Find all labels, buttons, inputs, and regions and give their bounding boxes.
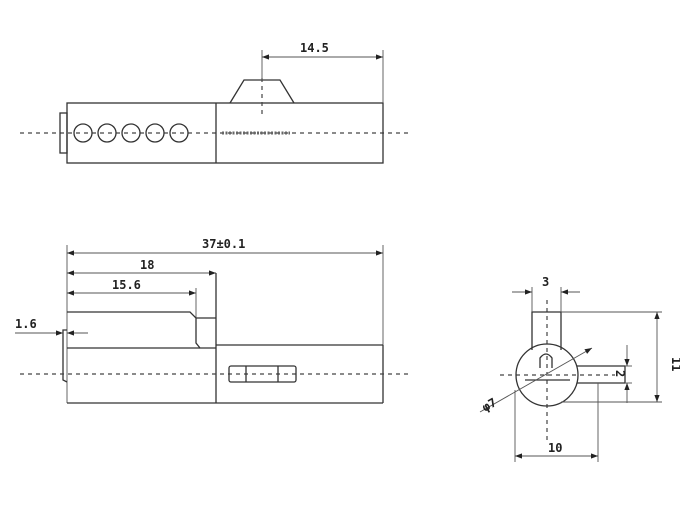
dim-step-length: 18 [140, 258, 154, 272]
end-view: 3 11 2 φ7 10 [480, 275, 680, 462]
top-view: 14.5 [20, 41, 410, 164]
dim-stem-width: 3 [542, 275, 549, 289]
holes [73, 123, 189, 143]
dim-top-width: 14.5 [300, 41, 329, 55]
dim-width: 10 [548, 441, 562, 455]
dim-diameter: φ7 [480, 395, 500, 414]
dim-pin-diameter: 2 [613, 370, 627, 377]
dim-flange-thickness: 1.6 [15, 317, 37, 331]
side-view: 37±0.1 18 15.6 1.6 [15, 237, 410, 404]
dim-shoulder-length: 15.6 [112, 278, 141, 292]
dim-height: 11 [669, 357, 680, 371]
dim-total-length: 37±0.1 [202, 237, 245, 251]
